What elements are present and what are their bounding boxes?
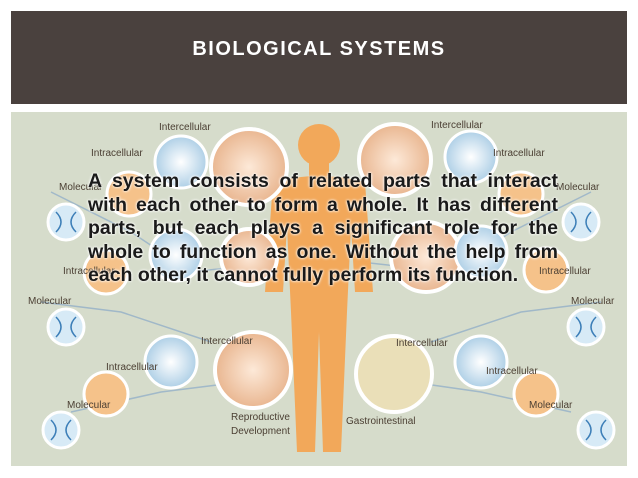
- label-intracellular: Intracellular: [539, 266, 591, 277]
- label-intercellular: Intercellular: [396, 338, 448, 349]
- slide-body: Intercellular Intercellular Intracellula…: [11, 112, 627, 466]
- label-molecular: Molecular: [28, 296, 72, 307]
- label-intercellular: Intercellular: [431, 120, 483, 131]
- title-bar: BIOLOGICAL SYSTEMS: [11, 11, 627, 104]
- label-molecular: Molecular: [529, 400, 573, 411]
- slide-title: BIOLOGICAL SYSTEMS: [192, 38, 446, 60]
- label-intracellular: Intracellular: [106, 362, 158, 373]
- label-intracellular: Intracellular: [63, 266, 115, 277]
- label-reproductive: Reproductive: [231, 412, 290, 423]
- label-gastrointestinal: Gastrointestinal: [346, 416, 415, 427]
- label-development: Development: [231, 426, 290, 437]
- cell-circles: [82, 129, 570, 418]
- label-molecular: Molecular: [556, 182, 600, 193]
- label-intracellular: Intracellular: [91, 148, 143, 159]
- label-intracellular: Intracellular: [486, 366, 538, 377]
- human-figure-icon: [265, 124, 373, 452]
- label-intercellular: Intercellular: [159, 122, 211, 133]
- organ-circles: [209, 122, 463, 414]
- label-molecular: Molecular: [59, 182, 103, 193]
- label-intercellular: Intercellular: [201, 336, 253, 347]
- biological-systems-illustration: Intercellular Intercellular Intracellula…: [28, 120, 616, 452]
- body-paragraph: A system consists of related parts that …: [88, 170, 558, 286]
- label-molecular: Molecular: [67, 400, 111, 411]
- diagram-labels: Intercellular Intercellular Intracellula…: [28, 120, 615, 437]
- dna-helix-icons: [50, 211, 607, 441]
- label-intracellular: Intracellular: [493, 148, 545, 159]
- label-molecular: Molecular: [571, 296, 615, 307]
